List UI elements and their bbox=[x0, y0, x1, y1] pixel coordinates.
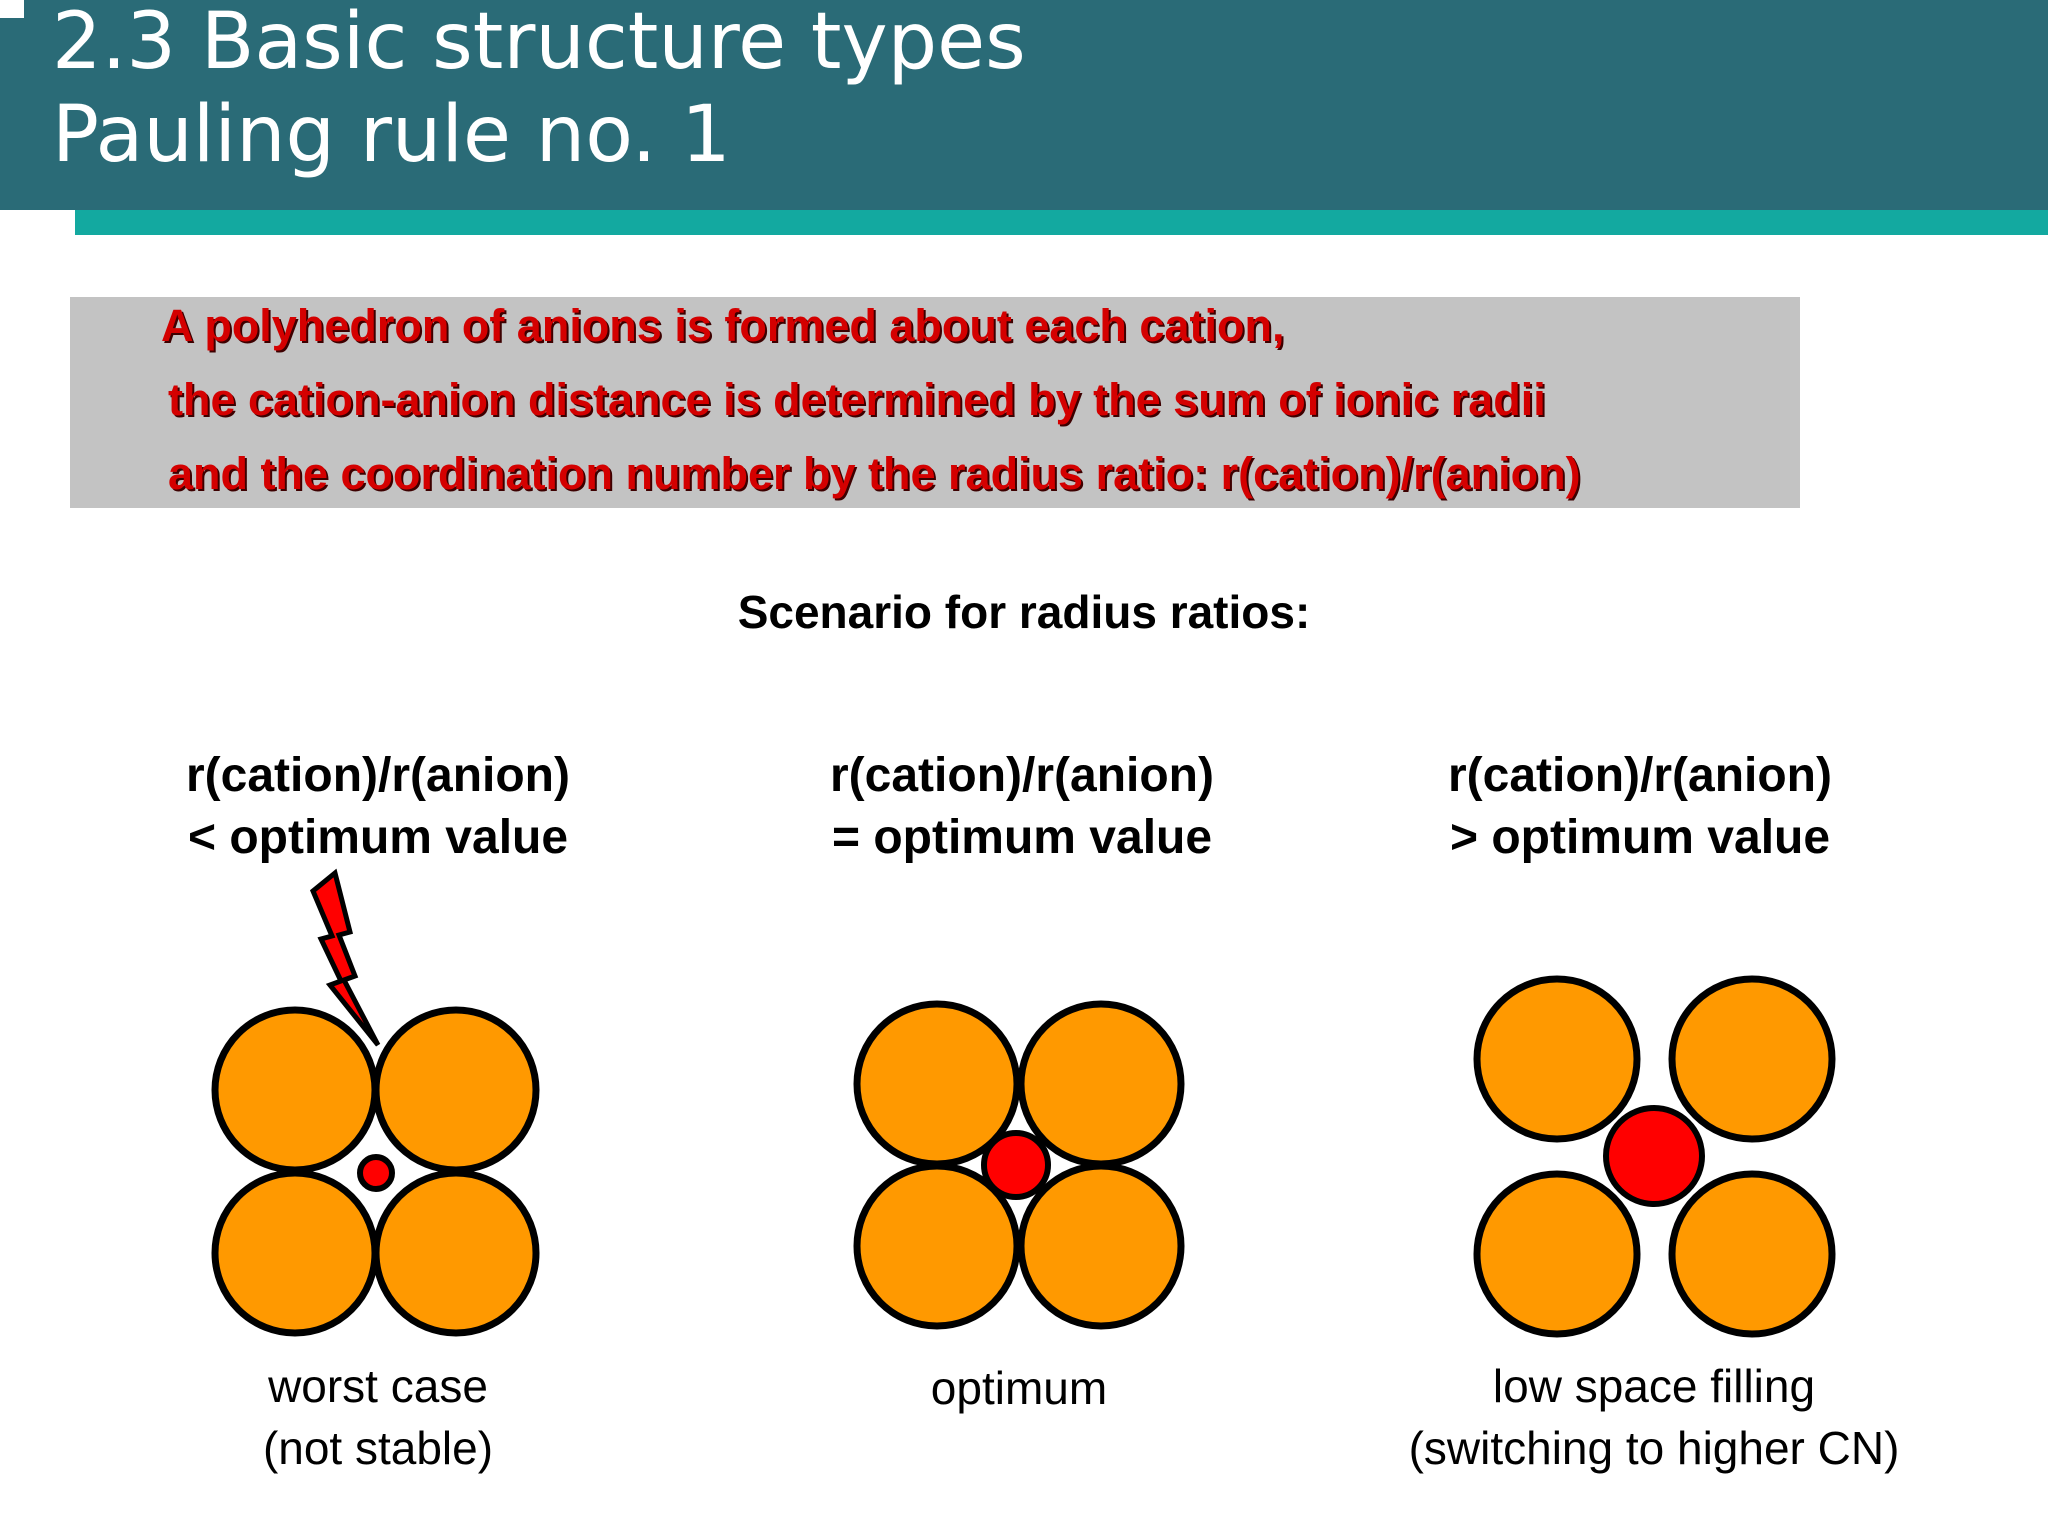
header-accent-bar bbox=[75, 210, 2048, 235]
case-1-title-line-1: r(cation)/r(anion) bbox=[186, 749, 570, 802]
anion-top-right bbox=[1668, 975, 1836, 1143]
header-notch bbox=[0, 0, 24, 18]
anion-bottom-left bbox=[853, 1162, 1021, 1330]
case-1-title: r(cation)/r(anion) < optimum value bbox=[0, 745, 756, 869]
anion-top-left bbox=[211, 1006, 379, 1174]
anion-top-right bbox=[1017, 1000, 1185, 1168]
slide-title-line-1: 2.3 Basic structure types bbox=[52, 0, 1026, 87]
case-3-title: r(cation)/r(anion) > optimum value bbox=[1262, 745, 2018, 869]
case-1-caption: worst case (not stable) bbox=[0, 1355, 756, 1479]
lightning-bolt-icon bbox=[309, 868, 381, 1047]
case-1-caption-line-2: (not stable) bbox=[262, 1422, 494, 1474]
cation-small bbox=[357, 1154, 395, 1192]
figure-optimum bbox=[853, 1000, 1185, 1330]
cation-large bbox=[1603, 1105, 1705, 1207]
case-3-caption-line-2: (switching to higher CN) bbox=[1408, 1422, 1900, 1474]
anion-bottom-right bbox=[372, 1169, 540, 1337]
case-3-title-line-2: > optimum value bbox=[1449, 811, 1831, 864]
anion-top-right bbox=[372, 1006, 540, 1174]
case-3-caption-line-1: low space filling bbox=[1492, 1360, 1816, 1412]
slide-title-line-2: Pauling rule no. 1 bbox=[52, 90, 731, 180]
case-2-title: r(cation)/r(anion) = optimum value bbox=[644, 745, 1400, 869]
slide-header bbox=[0, 0, 2048, 210]
case-2-caption: optimum bbox=[641, 1357, 1397, 1419]
anion-bottom-right bbox=[1668, 1170, 1836, 1338]
case-2-caption-line-1: optimum bbox=[930, 1362, 1108, 1414]
anion-bottom-right bbox=[1017, 1162, 1185, 1330]
case-3-caption: low space filling (switching to higher C… bbox=[1276, 1355, 2032, 1479]
scenario-heading: Scenario for radius ratios: bbox=[737, 586, 1311, 638]
case-1-caption-line-1: worst case bbox=[268, 1360, 488, 1412]
anion-bottom-left bbox=[1473, 1170, 1641, 1338]
figure-low-space-filling bbox=[1473, 975, 1836, 1338]
case-2-title-line-1: r(cation)/r(anion) bbox=[830, 749, 1214, 802]
rule-line-1: A polyhedron of anions is formed about e… bbox=[161, 300, 1285, 351]
case-2-title-line-2: = optimum value bbox=[831, 811, 1213, 864]
anion-bottom-left bbox=[211, 1169, 379, 1337]
case-3-title-line-1: r(cation)/r(anion) bbox=[1448, 749, 1832, 802]
case-1-title-line-2: < optimum value bbox=[187, 811, 569, 864]
rule-line-2: the cation-anion distance is determined … bbox=[168, 374, 1546, 425]
figure-worst-case bbox=[211, 868, 540, 1337]
anion-top-left bbox=[1473, 975, 1641, 1143]
cation-fitting bbox=[981, 1130, 1051, 1200]
rule-line-3: and the coordination number by the radiu… bbox=[168, 448, 1581, 499]
rule-box bbox=[70, 297, 1800, 508]
